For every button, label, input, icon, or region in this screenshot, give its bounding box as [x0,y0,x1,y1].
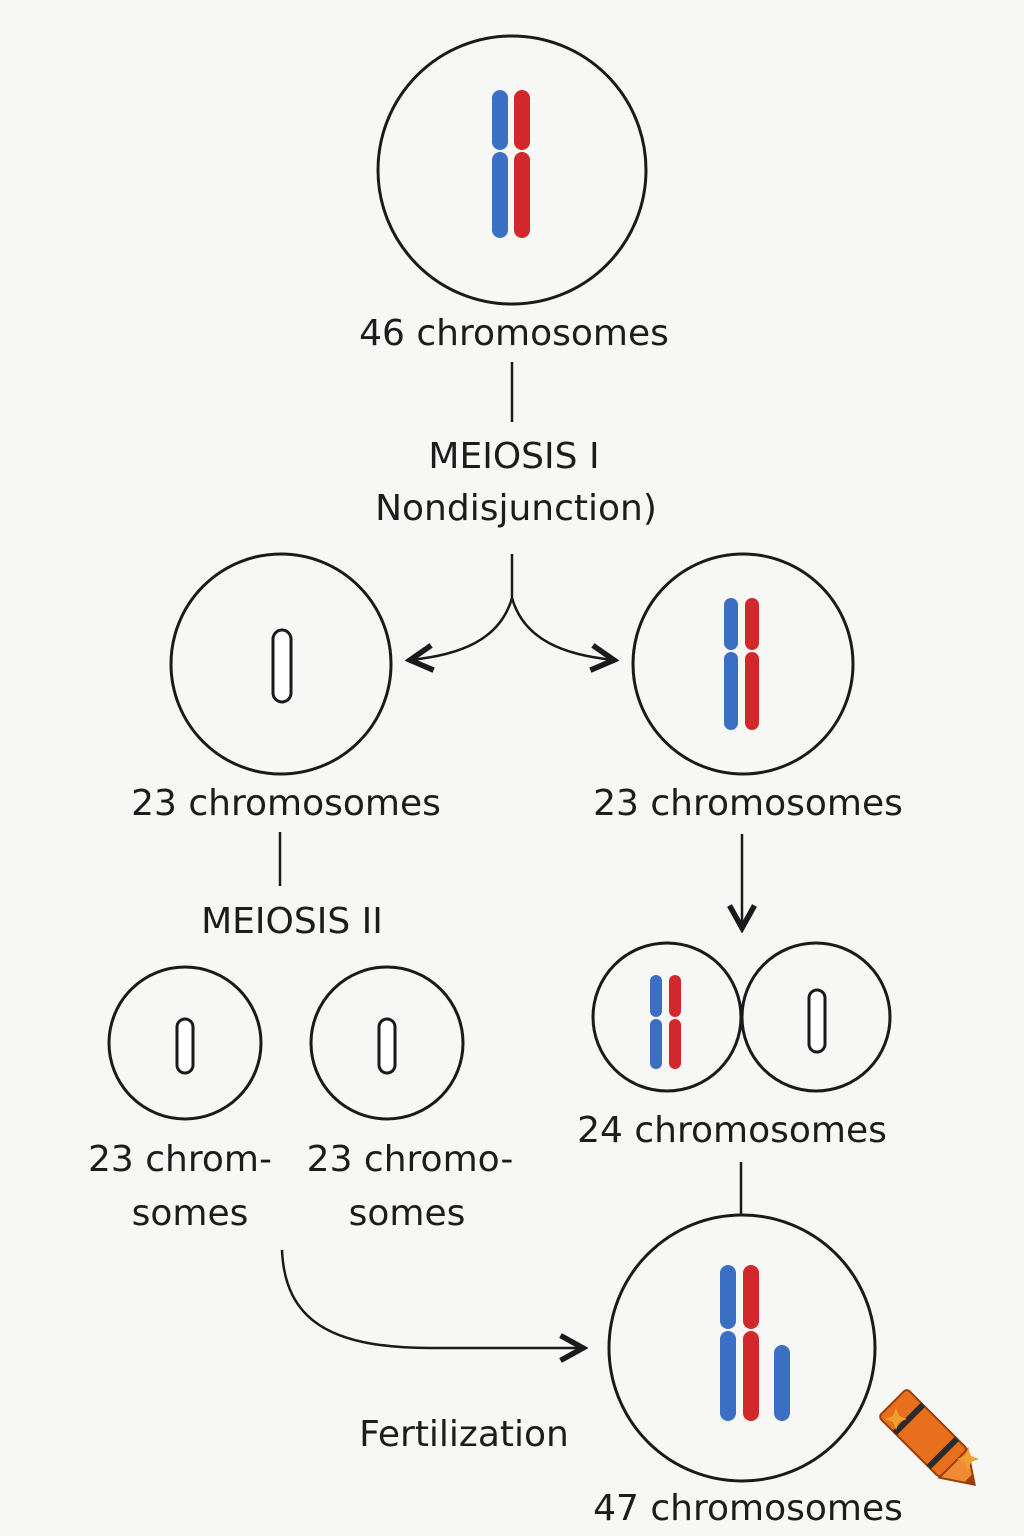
split-arrow-left [410,597,514,660]
maternal-chromosome-lower [492,152,508,238]
meiosis-1-split-arrows [410,554,614,660]
left-daughter-membrane [169,552,393,776]
pair-cell-label: 24 chromosomes [577,1110,887,1151]
pair-cells [591,941,892,1093]
left-daughter-label: 23 chromosomes [131,783,441,824]
parent-cell-membrane [376,34,648,306]
paternal-chromosome-upper [514,90,530,150]
zygote-label: 47 chromosomes [593,1488,903,1529]
right-daughter-membrane [631,552,855,776]
empty-chromosome-outline [175,1017,195,1075]
split-arrow-right [510,597,614,660]
paternal-chromosome-lower [514,152,530,238]
maternal-chromosome-lower [650,1019,662,1069]
paternal-chromosome-lower [669,1019,681,1069]
extra-chromosome [774,1345,790,1421]
gamete-b-label-line1: 23 chromo- [307,1139,514,1180]
gamete-b-membrane [309,965,465,1121]
maternal-chromosome-upper [720,1265,736,1329]
right-daughter-cell [631,552,855,776]
maternal-chromosome-upper [650,975,662,1017]
gamete-a-membrane [107,965,263,1121]
paternal-chromosome-upper [743,1265,759,1329]
empty-chromosome-outline [807,988,827,1054]
crayon-sparkle-icon [879,1389,976,1486]
sparkle-icon [885,1408,979,1470]
chromosome-pair [492,90,530,238]
parent-cell [376,34,648,306]
empty-chromosome-outline [377,1017,397,1075]
chromosome-pair [650,975,681,1069]
gamete-a-label-line2: somes [132,1193,249,1234]
trisomy-chromosomes [720,1265,790,1421]
chromosome-pair [724,598,759,730]
fertilization-arrow [280,1249,583,1348]
zygote-membrane [607,1213,877,1483]
zygote-cell [607,1213,877,1483]
paternal-chromosome-lower [745,652,759,730]
maternal-chromosome-upper [724,598,738,650]
left-daughter-cell [169,552,393,776]
gamete-a [107,965,263,1121]
meiosis-2-label: MEIOSIS II [201,901,383,942]
paternal-chromosome-upper [669,975,681,1017]
maternal-chromosome-lower [720,1331,736,1421]
paternal-chromosome-lower [743,1331,759,1421]
empty-chromosome-outline [271,628,293,704]
meiosis-1-label: MEIOSIS I [428,436,599,477]
pair-cell-left-membrane [591,941,743,1093]
gamete-b-label-line2: somes [349,1193,466,1234]
maternal-chromosome-lower [724,652,738,730]
nondisjunction-label: Nondisjunction) [375,488,657,529]
gamete-b [309,965,465,1121]
fertilization-label: Fertilization [359,1414,569,1455]
parent-cell-label: 46 chromosomes [359,313,669,354]
paternal-chromosome-upper [745,598,759,650]
gamete-a-label-line1: 23 chrom- [88,1139,272,1180]
pair-cell-right-membrane [740,941,892,1093]
maternal-chromosome-upper [492,90,508,150]
right-daughter-label: 23 chromosomes [593,783,903,824]
